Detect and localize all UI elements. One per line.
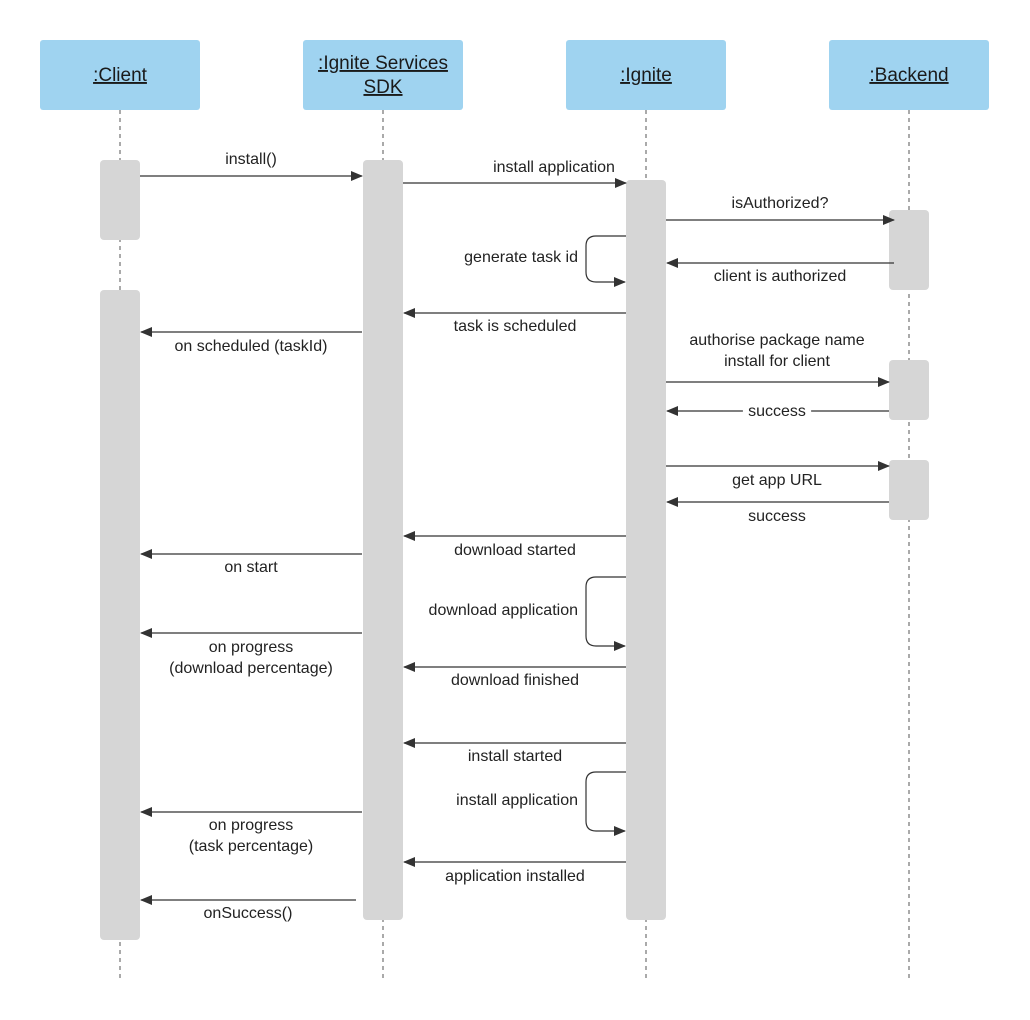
participant-box [40,40,200,110]
participant-box [303,40,463,110]
message-label: on progress(task percentage) [189,817,314,855]
activation-bar-ignite [626,180,666,920]
message-is-authorized[interactable]: isAuthorized? [666,195,895,225]
participant-label: :Ignite [620,65,672,86]
message-label: on progress(download percentage) [169,639,333,677]
message-label: get app URL [732,472,822,489]
self-message-arrow [585,576,626,651]
activation-bar-client [100,290,140,940]
participant-ignite[interactable]: :Ignite [566,40,726,110]
message-download-started[interactable]: download started [403,531,626,559]
message-label: download started [454,542,576,559]
message-success-2[interactable]: success [666,497,889,525]
message-on-start[interactable]: on start [140,549,362,576]
activation-bar-sdk [363,160,403,920]
self-message-arrow [585,771,626,836]
participant-label: :Backend [869,65,948,86]
message-client-is-authorized[interactable]: client is authorized [666,258,894,285]
participant-label: :Client [93,65,148,86]
message-on-progress-download[interactable]: on progress(download percentage) [140,628,362,677]
message-label: generate task id [464,249,578,266]
message-generate-task-id[interactable]: generate task id [464,235,626,287]
message-get-app-url[interactable]: get app URL [666,461,890,489]
message-label: success [748,403,806,420]
message-label: isAuthorized? [732,195,829,212]
message-install-call[interactable]: install() [140,151,363,181]
message-label: install application [456,792,578,809]
participant-backend[interactable]: :Backend [829,40,989,110]
message-install-application[interactable]: install application [403,159,627,188]
self-message-arrow [585,235,626,287]
message-task-is-scheduled[interactable]: task is scheduled [403,308,626,335]
message-label: success [748,508,806,525]
message-on-scheduled[interactable]: on scheduled (taskId) [140,327,362,355]
message-on-progress-task[interactable]: on progress(task percentage) [140,807,362,855]
message-label: download application [429,602,578,619]
message-download-finished[interactable]: download finished [403,662,626,689]
message-label: download finished [451,672,579,689]
activation-bar-client [100,160,140,240]
participant-client[interactable]: :Client [40,40,200,110]
participant-box [566,40,726,110]
activation-bar-backend [889,210,929,290]
label-background [742,401,812,420]
message-label: task is scheduled [454,318,577,335]
label-background [690,266,870,285]
message-install-application-self[interactable]: install application [456,771,626,836]
message-label: install started [468,748,562,765]
message-label: application installed [445,868,585,885]
message-label: on start [224,559,278,576]
message-application-installed[interactable]: application installed [403,857,626,885]
message-label: onSuccess() [204,905,293,922]
participant-box [829,40,989,110]
message-label: install application [493,159,615,176]
message-label: on scheduled (taskId) [175,338,328,355]
message-label: install() [225,151,277,168]
activation-bar-backend [889,360,929,420]
message-install-started[interactable]: install started [403,738,626,765]
message-on-success[interactable]: onSuccess() [140,895,356,922]
message-download-application[interactable]: download application [429,576,626,651]
activation-bar-backend [889,460,929,520]
message-label: client is authorized [714,268,847,285]
message-success-1[interactable]: success [666,401,889,420]
